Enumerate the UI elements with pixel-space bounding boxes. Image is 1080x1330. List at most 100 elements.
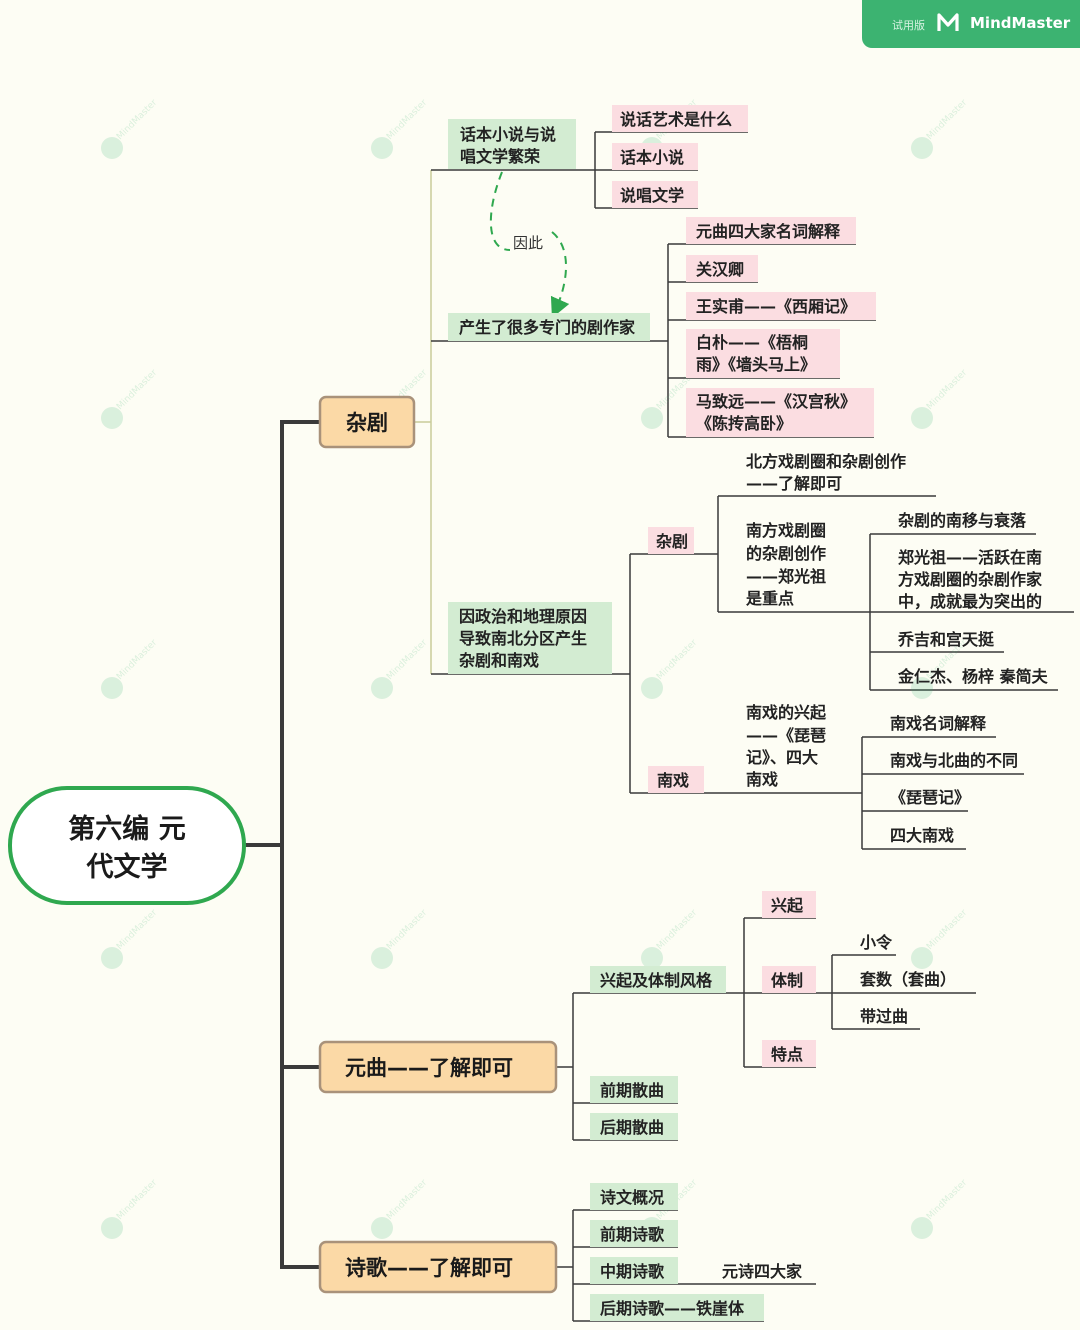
leaf-zaju-decline-label: 杂剧的南移与衰落 [898, 511, 1027, 530]
leaf-ma-zhiyuan-line2: 《陈抟高卧》 [696, 414, 792, 433]
node-nanxi-rise-line3: 记》、四大 [746, 748, 818, 767]
leaf-four-poets[interactable]: 元诗四大家 [722, 1262, 803, 1281]
subtopic-overview[interactable]: 诗文概况 [590, 1183, 678, 1210]
subtopic-north-south-line1: 因政治和地理原因 [459, 607, 587, 626]
svg-text:MindMaster: MindMaster [115, 908, 159, 952]
leaf-four-masters[interactable]: 元曲四大家名词解释 [686, 217, 856, 244]
subtopic-north-south-line3: 杂剧和南戏 [459, 651, 539, 670]
node-system-label: 体制 [771, 971, 803, 990]
relation-link-label: 因此 [513, 234, 543, 252]
leaf-huaben-novel[interactable]: 话本小说 [612, 143, 698, 170]
node-system[interactable]: 体制 [762, 966, 816, 993]
node-south-circle-line1: 南方戏剧圈 [746, 521, 826, 540]
leaf-guan-hanqing[interactable]: 关汉卿 [686, 255, 758, 282]
leaf-nanxi-vs-beiqu-label: 南戏与北曲的不同 [890, 751, 1018, 770]
subtopic-rise-style[interactable]: 兴起及体制风格 [590, 966, 726, 993]
subtopic-playwrights[interactable]: 产生了很多专门的剧作家 [448, 313, 650, 341]
leaf-xiaoling[interactable]: 小令 [860, 933, 893, 952]
leaf-taoshu[interactable]: 套数（套曲） [859, 970, 956, 989]
subtopic-rise-style-label: 兴起及体制风格 [600, 971, 713, 990]
leaf-four-nanxi[interactable]: 四大南戏 [890, 826, 954, 845]
leaf-nanxi-definition[interactable]: 南戏名词解释 [890, 714, 987, 733]
subtopic-late-sanqu-label: 后期散曲 [600, 1118, 664, 1137]
node-north-circle[interactable]: 北方戏剧圈和杂剧创作 ——了解即可 [746, 452, 906, 493]
topic-poetry[interactable]: 诗歌——了解即可 [318, 1240, 558, 1294]
leaf-daiguoqu-label: 带过曲 [860, 1007, 908, 1026]
node-nanxi[interactable]: 南戏 [648, 766, 704, 793]
node-north-circle-line2: ——了解即可 [746, 474, 842, 493]
node-feature[interactable]: 特点 [762, 1040, 816, 1067]
topic-yuanqu-label: 元曲——了解即可 [345, 1056, 513, 1080]
node-south-circle[interactable]: 南方戏剧圈 的杂剧创作 ——郑光祖 是重点 [745, 521, 826, 608]
svg-text:MindMaster: MindMaster [115, 98, 159, 142]
node-zaju-sub[interactable]: 杂剧 [648, 527, 694, 554]
subtopic-huaben-line1: 话本小说与说 [460, 125, 556, 144]
mindmaster-watermark-badge: 试用版 MindMaster [862, 0, 1080, 48]
subtopic-late-poetry[interactable]: 后期诗歌——铁崖体 [590, 1294, 764, 1321]
node-zaju-sub-label: 杂剧 [656, 532, 688, 551]
svg-text:MindMaster: MindMaster [115, 1178, 159, 1222]
subtopic-north-south[interactable]: 因政治和地理原因 导致南北分区产生 杂剧和南戏 [448, 602, 612, 674]
svg-text:MindMaster: MindMaster [925, 368, 969, 412]
subtopic-late-poetry-label: 后期诗歌——铁崖体 [600, 1299, 745, 1318]
leaf-huaben-novel-label: 话本小说 [620, 148, 684, 167]
leaf-nanxi-vs-beiqu[interactable]: 南戏与北曲的不同 [890, 751, 1018, 770]
node-rise[interactable]: 兴起 [762, 891, 816, 918]
topic-yuanqu[interactable]: 元曲——了解即可 [318, 1040, 558, 1094]
node-nanxi-rise[interactable]: 南戏的兴起 ——《琵琶 记》、四大 南戏 [746, 703, 827, 789]
leaf-pipa-ji[interactable]: 《琵琶记》 [890, 788, 970, 807]
leaf-xiaoling-label: 小令 [860, 933, 893, 952]
svg-text:MindMaster: MindMaster [385, 1178, 429, 1222]
leaf-shuochang-label: 说唱文学 [620, 186, 684, 205]
svg-text:MindMaster: MindMaster [925, 908, 969, 952]
leaf-shuochang[interactable]: 说唱文学 [612, 181, 698, 208]
leaf-ma-zhiyuan[interactable]: 马致远——《汉宫秋》 《陈抟高卧》 [686, 388, 874, 437]
svg-text:MindMaster: MindMaster [925, 98, 969, 142]
node-south-circle-line3: ——郑光祖 [746, 567, 826, 586]
leaf-zheng-guangzu[interactable]: 郑光祖——活跃在南 方戏剧圈的杂剧作家 中，成就最为突出的 [898, 548, 1043, 611]
leaf-four-nanxi-label: 四大南戏 [890, 826, 954, 845]
subtopic-early-sanqu[interactable]: 前期散曲 [590, 1076, 678, 1103]
svg-text:MindMaster: MindMaster [385, 638, 429, 682]
leaf-pipa-ji-label: 《琵琶记》 [890, 788, 970, 807]
topic-poetry-label: 诗歌——了解即可 [345, 1256, 513, 1280]
svg-text:MindMaster: MindMaster [385, 908, 429, 952]
leaf-zaju-decline[interactable]: 杂剧的南移与衰落 [898, 511, 1027, 530]
leaf-wang-shifu[interactable]: 王实甫——《西厢记》 [686, 292, 876, 320]
topic-zaju[interactable]: 杂剧 [318, 395, 416, 449]
root-title-line2: 代文学 [86, 851, 168, 883]
subtopic-middle-poetry-label: 中期诗歌 [600, 1262, 665, 1281]
leaf-daiguoqu[interactable]: 带过曲 [860, 1007, 908, 1026]
subtopic-early-poetry[interactable]: 前期诗歌 [590, 1220, 678, 1247]
trial-label: 试用版 [892, 19, 925, 32]
leaf-jin-renjie[interactable]: 金仁杰、杨梓 秦简夫 [897, 667, 1049, 686]
leaf-qiao-ji[interactable]: 乔吉和宫天挺 [897, 630, 995, 649]
svg-text:MindMaster: MindMaster [115, 638, 159, 682]
node-nanxi-rise-line4: 南戏 [746, 770, 778, 789]
root-title-line1: 第六编 元 [68, 813, 185, 845]
mindmaster-logo-icon [937, 13, 959, 31]
relation-link[interactable]: 因此 [489, 171, 566, 309]
leaf-qiao-ji-label: 乔吉和宫天挺 [897, 630, 995, 649]
leaf-bai-pu-line2: 雨》《墙头马上》 [696, 355, 816, 374]
node-nanxi-rise-line1: 南戏的兴起 [746, 703, 827, 722]
node-rise-label: 兴起 [771, 896, 804, 915]
subtopic-late-sanqu[interactable]: 后期散曲 [590, 1113, 678, 1140]
leaf-shuohua-art[interactable]: 说话艺术是什么 [612, 105, 748, 132]
subtopic-huaben[interactable]: 话本小说与说 唱文学繁荣 [448, 119, 576, 169]
leaf-four-masters-label: 元曲四大家名词解释 [696, 222, 841, 241]
leaf-zheng-guangzu-line3: 中，成就最为突出的 [898, 592, 1042, 611]
node-north-circle-line1: 北方戏剧圈和杂剧创作 [746, 452, 906, 471]
svg-text:MindMaster: MindMaster [115, 368, 159, 412]
subtopic-middle-poetry[interactable]: 中期诗歌 [590, 1257, 678, 1284]
leaf-shuohua-art-label: 说话艺术是什么 [620, 110, 732, 129]
leaf-jin-renjie-label: 金仁杰、杨梓 秦简夫 [897, 667, 1049, 686]
leaf-zheng-guangzu-line1: 郑光祖——活跃在南 [898, 548, 1042, 567]
leaf-four-poets-label: 元诗四大家 [722, 1262, 803, 1281]
node-feature-label: 特点 [771, 1045, 803, 1064]
leaf-bai-pu[interactable]: 白朴——《梧桐 雨》《墙头马上》 [686, 329, 840, 378]
leaf-wang-shifu-label: 王实甫——《西厢记》 [696, 297, 856, 316]
leaf-ma-zhiyuan-line1: 马致远——《汉宫秋》 [696, 392, 856, 411]
root-topic[interactable]: 第六编 元 代文学 [8, 786, 246, 905]
